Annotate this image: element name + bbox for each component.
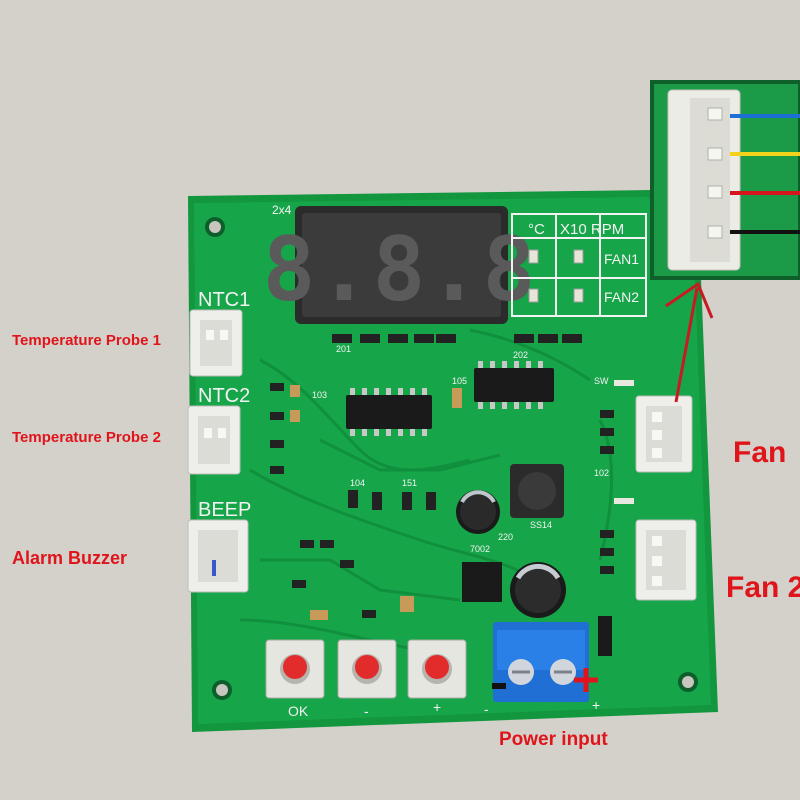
caption-power-input: Power input [499,729,608,750]
terminal-minus-label: - [484,701,489,717]
caption-temperature-probe-2: Temperature Probe 2 [12,429,161,446]
capacitor-large [510,562,566,618]
button-plus-label: + [433,699,441,715]
resistor-105 [452,388,462,408]
mark-105: 105 [452,376,467,386]
resistor-row-201 [332,334,456,343]
button-minus-label: - [364,703,369,719]
beep-label: BEEP [198,499,251,521]
diode-bottom [598,616,612,656]
mark-202: 202 [513,350,528,360]
terminal-minus-marker [492,683,506,689]
power-terminal-block [493,622,589,702]
resistor-row-202 [514,334,582,343]
unit-celsius: °C [528,221,545,238]
mark-103: 103 [312,390,327,400]
annotation-arrow [665,281,714,403]
fan-connector-inset [650,80,800,280]
indicator-leds [528,249,584,303]
mark-sw: SW [594,376,609,386]
diodes-104 [348,490,436,510]
mark-201: 201 [336,344,351,354]
display-digits: 8.8.8 [263,218,538,321]
caption-temperature-probe-1: Temperature Probe 1 [12,332,161,349]
fan2-connector [635,519,697,601]
ntc2-connector [187,405,241,475]
mark-cap: 220 [498,532,513,542]
terminal-plus-label: + [592,697,600,713]
ic-chip-right [474,361,554,409]
beep-connector [187,519,249,593]
model-text: 2x4 [272,203,292,217]
regulator-chip [462,562,502,602]
terminal-plus-marker [574,668,598,692]
fan2-indicator-label: FAN2 [604,289,639,305]
capacitor-small [456,490,500,534]
button-ok-label: OK [288,703,309,719]
resistor-column-102 [600,380,634,574]
indicator-table [511,213,647,317]
seven-segment-display: 8.8.8 [263,206,538,324]
resistor-column-103 [270,383,300,474]
ntc1-label: NTC1 [198,289,250,311]
pcb-board [188,190,718,732]
mark-reg: 7002 [470,544,490,554]
ic-chip-left [346,388,432,436]
button-minus [337,639,397,699]
mark-104: 104 [350,478,365,488]
fan1-connector [635,395,693,473]
button-ok [265,639,325,699]
caption-alarm-buzzer: Alarm Buzzer [12,548,128,568]
mounting-hole [205,217,698,700]
ntc1-connector [189,309,243,377]
mark-ss: SS14 [530,520,552,530]
caption-fan-1: Fan [733,436,787,469]
mark-151: 151 [402,478,417,488]
fan1-indicator-label: FAN1 [604,251,639,267]
ntc2-label: NTC2 [198,385,250,407]
resistor-cluster-bottom [292,540,414,620]
mark-102: 102 [594,468,609,478]
unit-rpm: X10 RPM [560,221,624,238]
button-plus [407,639,467,699]
fan-wires [730,114,800,234]
caption-fan-2: Fan 2 [726,571,800,604]
inductor [510,464,564,518]
